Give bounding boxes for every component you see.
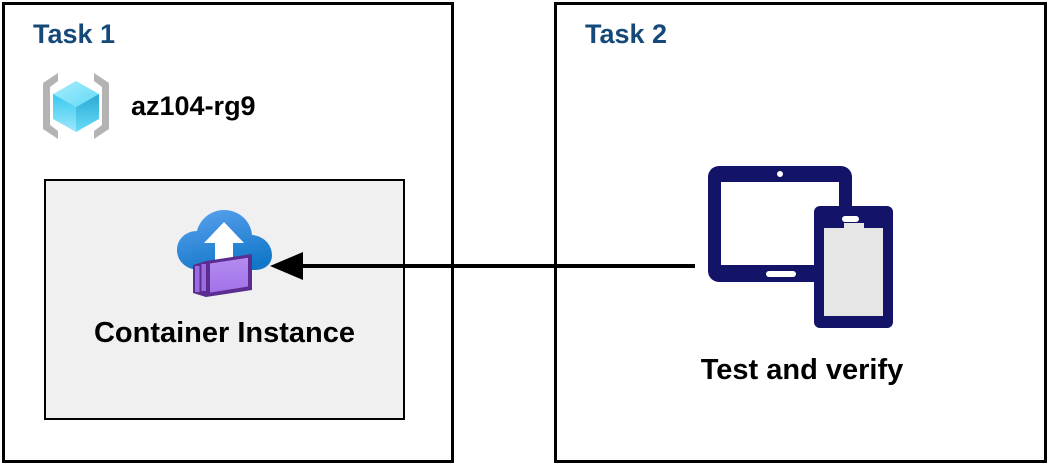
resource-group-row: az104-rg9	[35, 65, 256, 147]
panel-task-1: Task 1	[2, 2, 454, 463]
container-instance-box: Container Instance	[44, 179, 405, 420]
resource-group-label: az104-rg9	[131, 90, 256, 121]
panel-task-2-title: Task 2	[585, 19, 668, 49]
test-and-verify-label: Test and verify	[700, 354, 904, 386]
container-instance-label: Container Instance	[93, 317, 356, 349]
panel-task-1-title: Task 1	[33, 19, 116, 49]
devices-tablet-phone-icon	[704, 160, 900, 332]
test-and-verify-group: Test and verify	[637, 160, 967, 387]
resource-group-icon	[35, 65, 117, 147]
container-instance-icon	[173, 199, 277, 303]
